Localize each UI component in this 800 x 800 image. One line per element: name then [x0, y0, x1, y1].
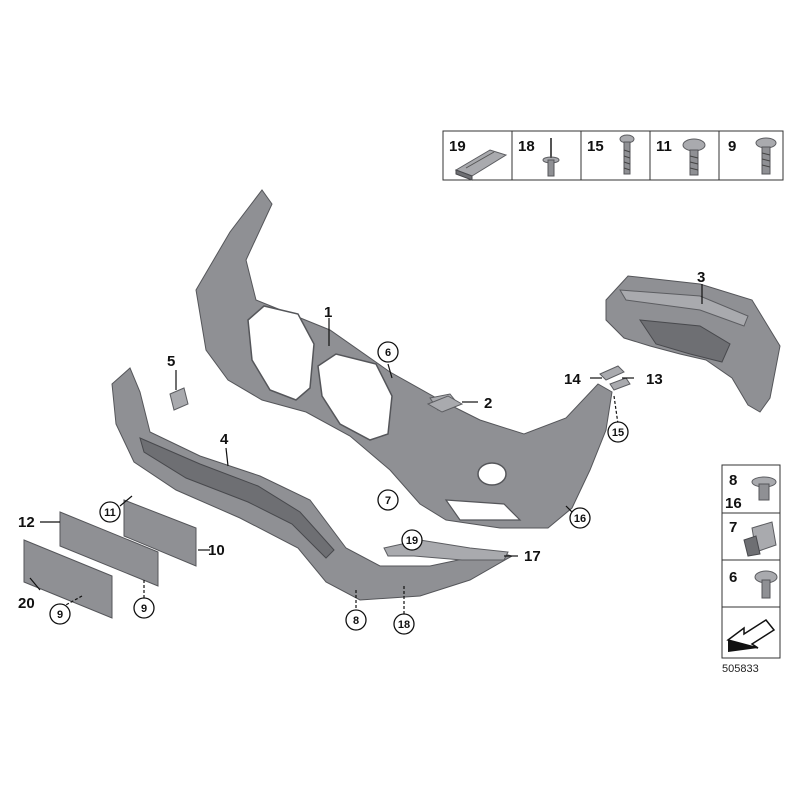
bumper-trim-panel	[195, 189, 613, 529]
svg-text:16: 16	[574, 513, 586, 525]
callout-3: 3	[697, 269, 705, 286]
callout-10: 10	[208, 542, 225, 559]
bolt-icon	[682, 138, 706, 176]
circled-callout-18: 18	[393, 613, 415, 635]
circled-callout-19: 19	[401, 529, 423, 551]
svg-text:19: 19	[406, 535, 418, 547]
callout-4: 4	[220, 431, 229, 448]
circled-callout-11: 11	[99, 501, 121, 523]
panel-label-16: 16	[725, 495, 742, 512]
plate-holder-10	[123, 499, 197, 567]
circled-callout-8: 8	[345, 609, 367, 631]
circled-callout-7: 7	[377, 489, 399, 511]
clip-side-panel: 8 16 7 6	[721, 464, 781, 659]
flange-nut-icon	[754, 570, 778, 599]
tow-hook-cover	[169, 387, 189, 411]
svg-text:11: 11	[104, 507, 116, 519]
callout-14: 14	[564, 371, 581, 388]
svg-text:9: 9	[141, 603, 147, 615]
panel-label-8: 8	[729, 472, 737, 489]
plate-holder-20	[23, 539, 113, 619]
callout-12: 12	[18, 514, 35, 531]
circled-callout-9a: 9	[49, 603, 71, 625]
strip-label-15: 15	[587, 138, 604, 155]
rivet-icon	[542, 138, 560, 177]
slide-clip-icon	[454, 149, 508, 181]
screw-icon	[619, 134, 635, 175]
circled-callout-6: 6	[377, 341, 399, 363]
strip-label-9: 9	[728, 138, 736, 155]
panel-label-7: 7	[729, 519, 737, 536]
callout-5: 5	[167, 353, 175, 370]
svg-text:9: 9	[57, 609, 63, 621]
small-brackets	[599, 365, 631, 391]
callout-17: 17	[524, 548, 541, 565]
plate-holder-12	[59, 511, 159, 587]
svg-text:15: 15	[612, 427, 624, 439]
bumper-carrier	[605, 275, 781, 413]
strip-label-18: 18	[518, 138, 535, 155]
fastener-strip: 19 18 15 11 9	[442, 130, 784, 181]
strip-label-11: 11	[656, 138, 672, 155]
nut-clip-icon	[751, 476, 777, 501]
callout-1: 1	[324, 304, 332, 321]
direction-arrow-icon	[726, 619, 776, 652]
svg-text:18: 18	[398, 619, 410, 631]
svg-text:7: 7	[385, 495, 391, 507]
panel-label-6: 6	[729, 569, 737, 586]
svg-text:8: 8	[353, 615, 359, 627]
tow-eye-cap	[426, 395, 464, 413]
circled-callout-9b: 9	[133, 597, 155, 619]
callout-2: 2	[484, 395, 492, 412]
reference-number: 505833	[722, 663, 759, 675]
svg-text:6: 6	[385, 347, 391, 359]
leader-lines	[29, 284, 703, 614]
callout-13: 13	[646, 371, 663, 388]
spring-clip-icon	[743, 521, 777, 557]
strip-label-19: 19	[449, 138, 466, 155]
callout-20: 20	[18, 595, 35, 612]
circled-callout-15: 15	[607, 421, 629, 443]
washer-screw-icon	[755, 137, 777, 175]
circled-callout-16: 16	[569, 507, 591, 529]
